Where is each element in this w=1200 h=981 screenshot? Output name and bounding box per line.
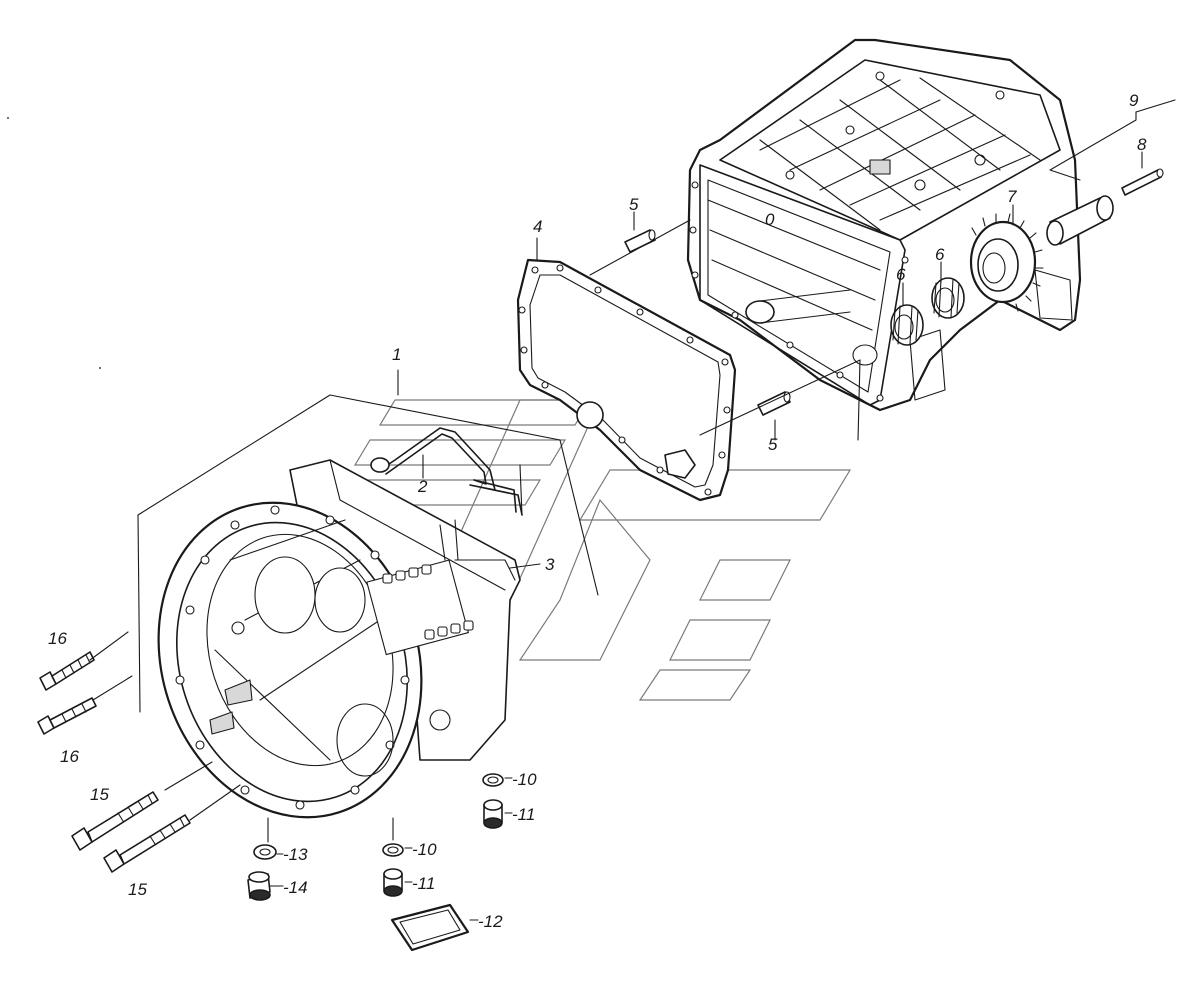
plug-11-upper	[483, 799, 503, 829]
callouts: 1 2 3 4 5 5 6 6 7 8 9 -10 -10 -11 -11 -1…	[48, 91, 1147, 931]
callout-12: -12	[478, 912, 503, 931]
callout-5-bottom: 5	[768, 435, 778, 454]
callout-16-upper: 16	[48, 629, 67, 648]
sleeve-9	[1046, 195, 1114, 246]
cover-plate-12	[390, 903, 470, 952]
bolt-15-lower	[103, 814, 191, 873]
clutch-housing	[157, 459, 521, 819]
callout-15-lower: 15	[128, 880, 147, 899]
callout-13: -13	[283, 845, 308, 864]
callout-15-upper: 15	[90, 785, 109, 804]
callout-16-lower: 16	[60, 747, 79, 766]
plug-11-lower	[383, 868, 403, 897]
washer-10-upper	[482, 773, 504, 787]
bolt-15-upper	[71, 791, 159, 851]
bolt-16-upper	[39, 651, 95, 691]
plug-14	[247, 871, 271, 901]
washer-13	[253, 844, 277, 860]
callout-11-upper: -11	[512, 805, 535, 824]
callout-1: 1	[392, 345, 401, 364]
callout-2: 2	[417, 477, 428, 496]
bolt-16-lower	[37, 697, 97, 735]
callout-11-lower: -11	[412, 874, 435, 893]
callout-4: 4	[533, 217, 542, 236]
callout-7: 7	[1007, 187, 1017, 206]
washer-10-lower	[382, 843, 404, 857]
gear-7	[969, 213, 1044, 312]
callout-10-upper: -10	[512, 770, 537, 789]
svg-text:0: 0	[765, 210, 775, 229]
needle-bearing-6-left	[890, 304, 924, 346]
callout-10-lower: -10	[412, 840, 437, 859]
gasket	[516, 258, 737, 502]
pipe-part-2	[370, 427, 523, 516]
callout-6-left: 6	[896, 265, 906, 284]
callout-8: 8	[1137, 135, 1147, 154]
callout-14: -14	[283, 878, 308, 897]
needle-bearing-6-right	[931, 277, 965, 319]
pin-8	[1121, 168, 1164, 196]
leader-lines	[89, 99, 1176, 921]
dowel-pin-5-top	[624, 229, 656, 253]
callout-5-top: 5	[629, 195, 639, 214]
callout-9: 9	[1129, 91, 1139, 110]
callout-6-right: 6	[935, 245, 945, 264]
callout-3: 3	[545, 555, 555, 574]
gearbox-housing: 0	[686, 38, 1082, 412]
